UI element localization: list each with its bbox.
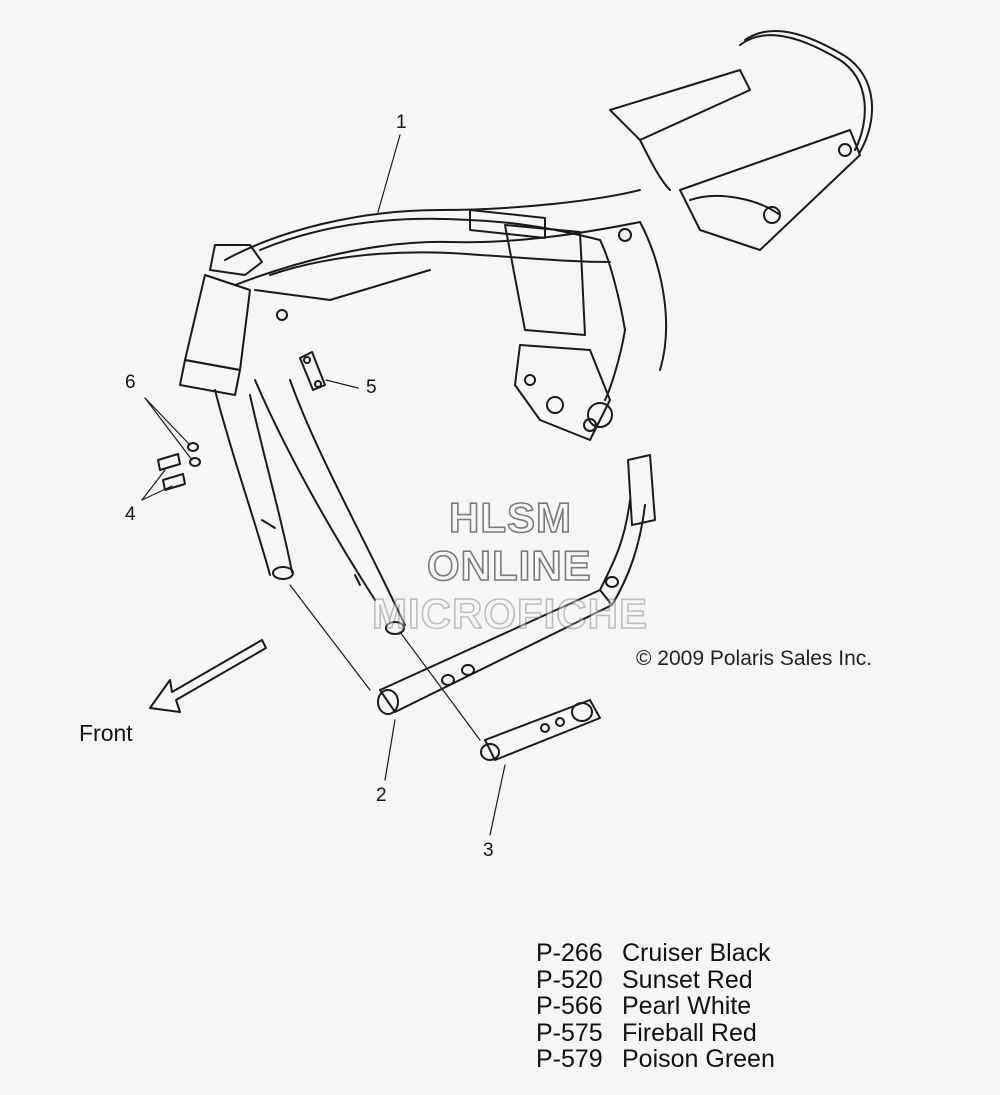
leader-1 (377, 134, 401, 213)
main-frame (179, 30, 873, 635)
callout-3: 3 (483, 840, 494, 861)
paint-name: Poison Green (622, 1045, 775, 1073)
callout-5: 5 (366, 377, 377, 398)
paint-name: Cruiser Black (622, 939, 771, 967)
callout-1: 1 (396, 112, 407, 133)
paint-name: Sunset Red (622, 965, 753, 994)
paint-name: Pearl White (622, 992, 752, 1020)
copyright-notice: © 2009 Polaris Sales Inc. (636, 647, 873, 670)
callout-2: 2 (376, 785, 387, 806)
paint-code: P-266 (536, 939, 603, 967)
paint-name: Fireball Red (622, 1018, 757, 1047)
watermark-line-3: MICROFICHE (371, 589, 648, 638)
paint-code-list: P-266 Cruiser Black P-520 Sunset Red P-5… (536, 940, 775, 1073)
paint-row: P-579 Poison Green (536, 1046, 775, 1073)
paint-row: P-520 Sunset Red (536, 965, 775, 994)
paint-code: P-579 (536, 1045, 603, 1073)
paint-code: P-566 (536, 992, 603, 1020)
fasteners-4-6 (141, 397, 201, 501)
bracket-3 (399, 631, 601, 836)
callout-4: 4 (125, 504, 136, 525)
front-arrow-icon (149, 639, 267, 713)
paint-row: P-566 Pearl White (536, 993, 775, 1020)
watermark-line-1: HLSM (448, 493, 572, 542)
callout-6: 6 (125, 372, 136, 393)
front-label: Front (79, 720, 133, 746)
paint-row: P-575 Fireball Red (536, 1018, 775, 1047)
paint-code: P-520 (536, 965, 603, 994)
paint-row: P-266 Cruiser Black (536, 940, 775, 967)
cross-member-2 (289, 454, 656, 781)
bracket-5 (299, 351, 359, 391)
watermark-line-2: ONLINE (426, 541, 592, 590)
paint-code: P-575 (536, 1018, 603, 1047)
